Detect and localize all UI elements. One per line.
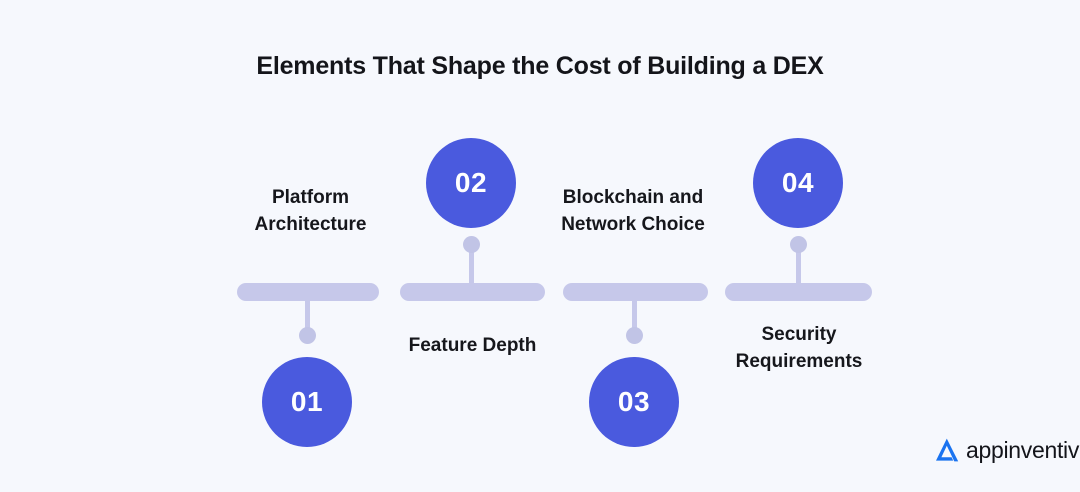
page-title: Elements That Shape the Cost of Building… <box>256 52 824 80</box>
timeline-bar-4 <box>725 283 872 301</box>
connector-stem-3 <box>632 296 637 340</box>
step-label-1: Platform Architecture <box>254 187 367 235</box>
connector-dot-2 <box>463 236 480 253</box>
brand-logo: appinventiv <box>930 433 1079 467</box>
step-label-4: Security Requirements <box>735 324 863 372</box>
step-number-circle-4: 04 <box>753 138 843 228</box>
step-number-circle-3: 03 <box>589 357 679 447</box>
timeline-bar-2 <box>400 283 545 301</box>
appinventiv-a-mark-icon <box>936 438 959 462</box>
brand-name: appinventiv <box>966 436 1080 463</box>
timeline-bar-3 <box>563 283 708 301</box>
connector-stem-2 <box>469 240 474 288</box>
timeline-bar-1 <box>237 283 379 301</box>
connector-stem-1 <box>305 296 310 340</box>
connector-dot-3 <box>626 327 643 344</box>
step-label-2: Feature Depth <box>408 335 537 356</box>
connector-dot-1 <box>299 327 316 344</box>
step-number-circle-1: 01 <box>262 357 352 447</box>
connector-dot-4 <box>790 236 807 253</box>
step-label-3: Blockchain and Network Choice <box>561 187 705 235</box>
connector-stem-4 <box>796 240 801 288</box>
step-number-circle-2: 02 <box>426 138 516 228</box>
